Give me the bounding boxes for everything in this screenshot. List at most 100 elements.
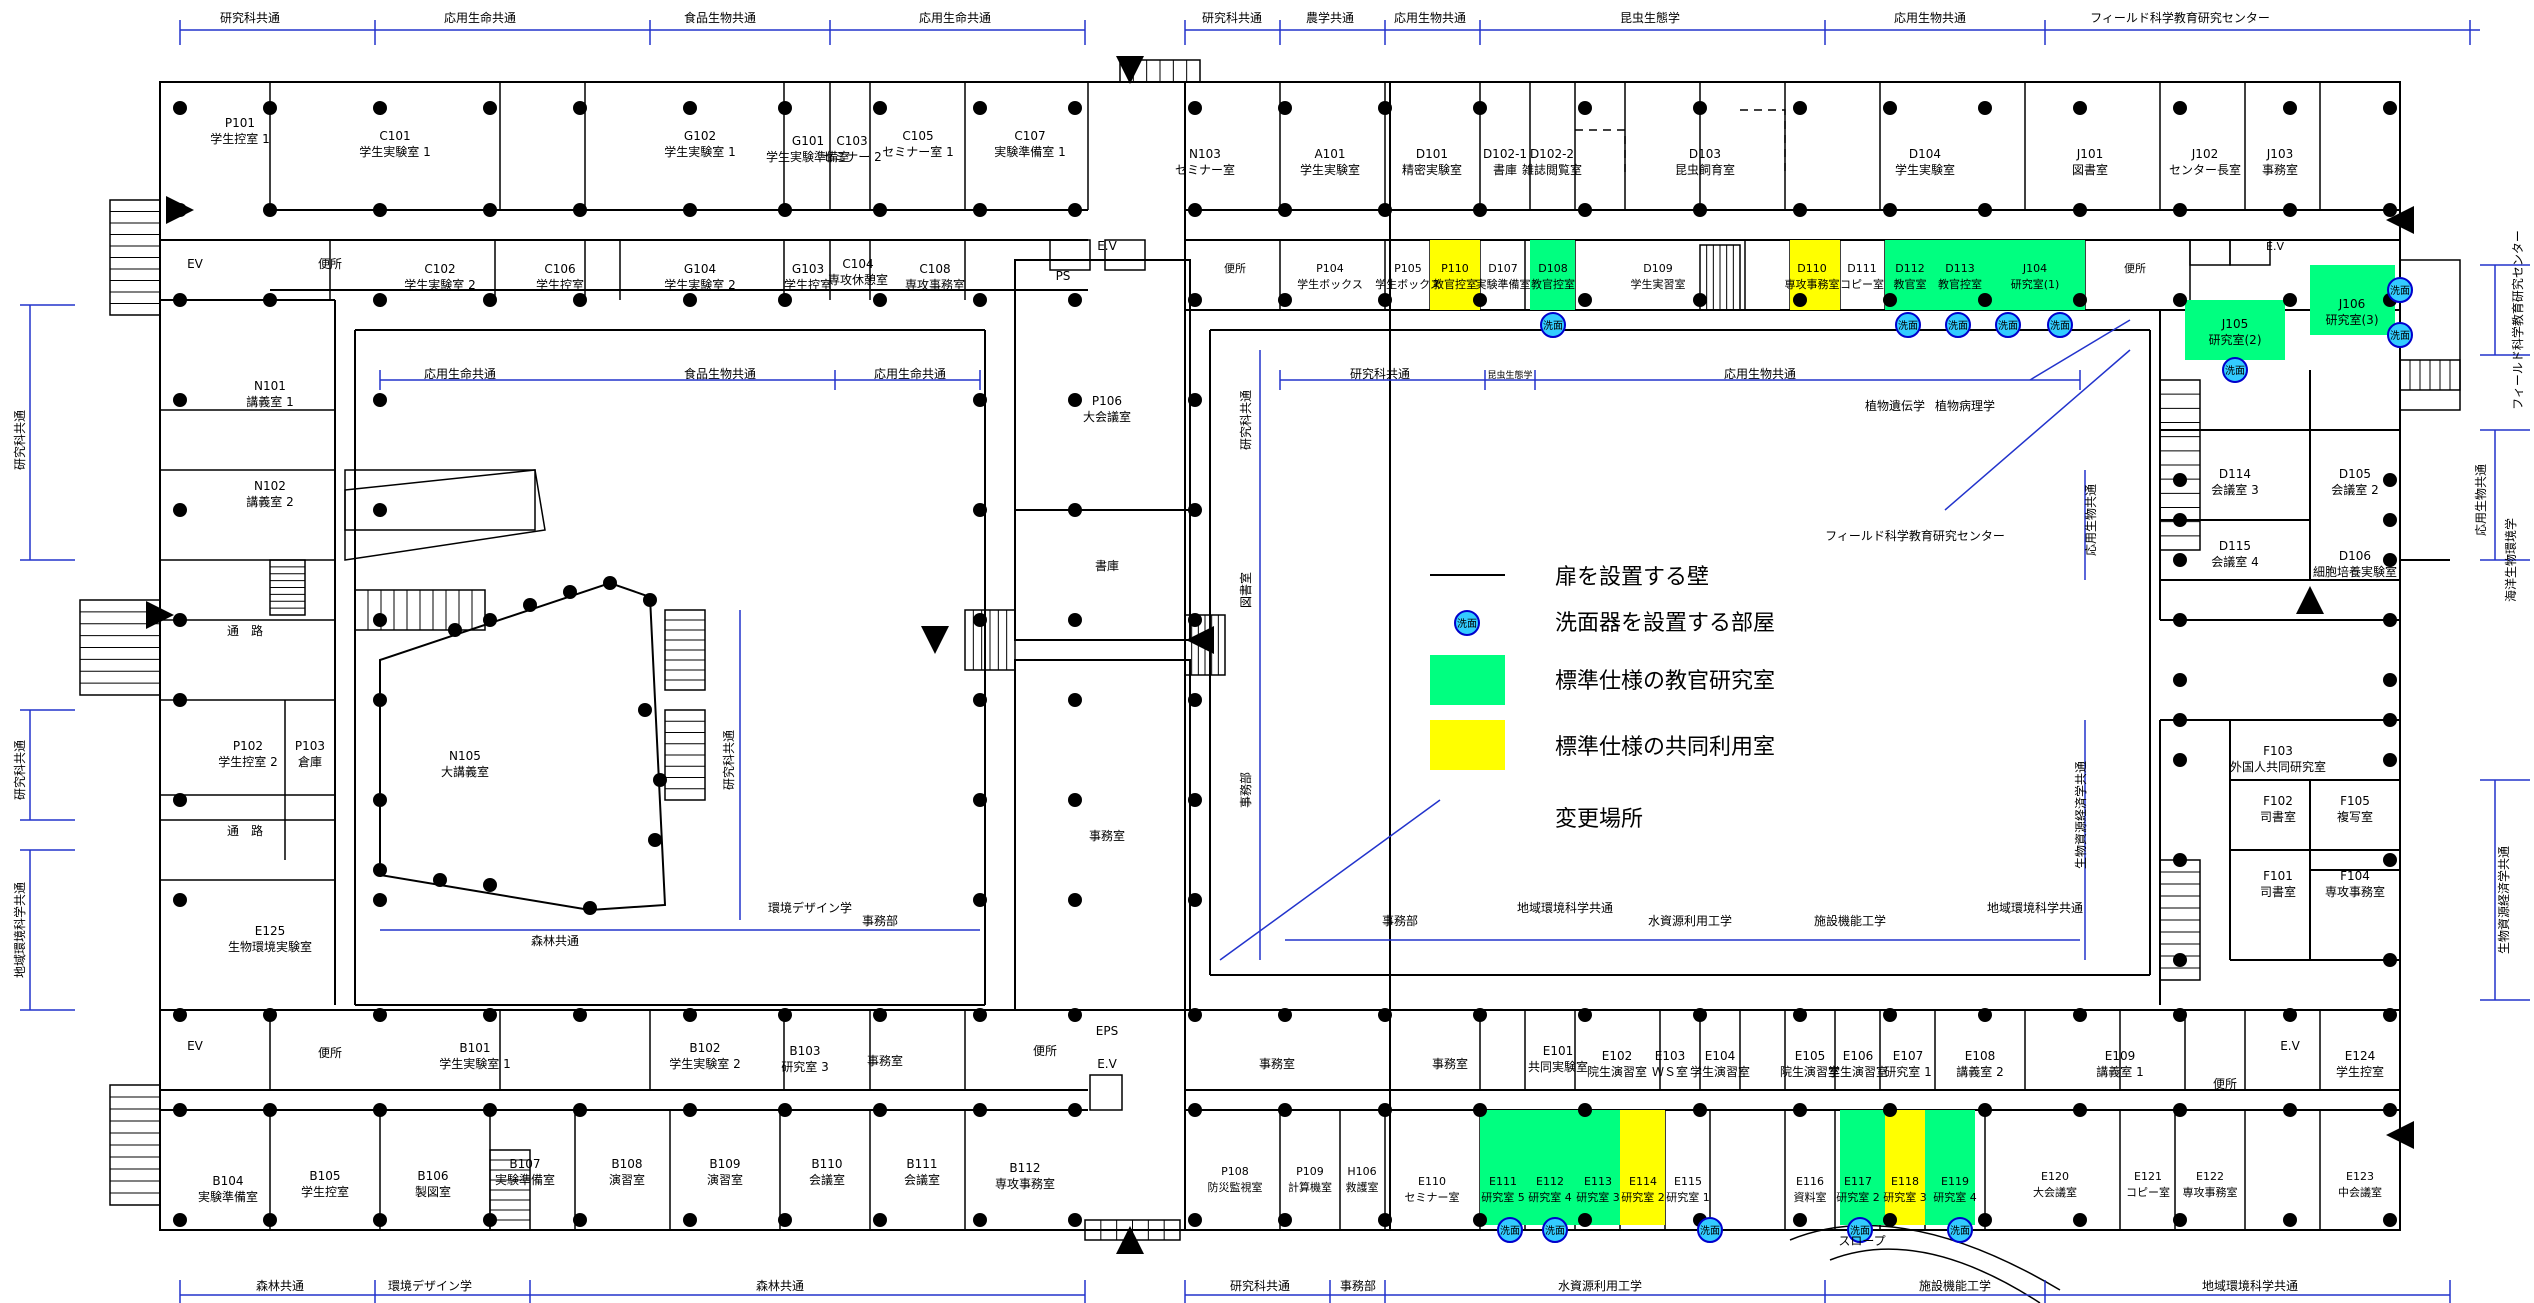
room-right-wing-name: 司書室 xyxy=(2260,809,2296,824)
column xyxy=(1578,203,1592,217)
plan-walls xyxy=(79,59,2461,1303)
room-top-right-name: センター長室 xyxy=(2169,162,2241,177)
wall-box xyxy=(1049,239,1091,271)
room-right-wing-code: D105 xyxy=(2339,467,2371,481)
room-top-left2-code: G104 xyxy=(684,262,716,276)
column xyxy=(2173,513,2187,527)
court-label: 事務部 xyxy=(1382,913,1418,928)
sink-icon xyxy=(1540,312,1566,338)
department-label: 農学共通 xyxy=(1306,10,1354,25)
column xyxy=(873,293,887,307)
column xyxy=(2173,1213,2187,1227)
room-top-left-code: C101 xyxy=(379,129,410,143)
column xyxy=(1068,1213,1082,1227)
room-top-right-name: 書庫 xyxy=(1493,163,1517,177)
room-bottom-left-code: B102 xyxy=(689,1041,720,1055)
column xyxy=(1378,1103,1392,1117)
column xyxy=(173,101,187,115)
sink-icon xyxy=(1847,1217,1873,1243)
court-label: 食品生物共通 xyxy=(684,366,756,381)
column xyxy=(2073,203,2087,217)
room-bottom-right2-name: 計算機室 xyxy=(1288,1180,1332,1194)
room-top-left2-name: 学生実験室 2 xyxy=(664,277,735,292)
column xyxy=(1793,101,1807,115)
structural-columns xyxy=(146,56,2414,1254)
room-top-left-code: G102 xyxy=(684,129,716,143)
column xyxy=(483,101,497,115)
room-bottom-left2-code: B112 xyxy=(1009,1161,1040,1175)
room-bottom-right2-code: E119 xyxy=(1941,1175,1969,1188)
lecture-hall xyxy=(379,581,667,912)
court-label: 水資源利用工学 xyxy=(1648,913,1732,928)
column xyxy=(2383,513,2397,527)
room-bottom-left2-code: B105 xyxy=(309,1169,340,1183)
column xyxy=(1068,613,1082,627)
column xyxy=(263,101,277,115)
court-label: 森林共通 xyxy=(531,933,579,948)
column xyxy=(2173,953,2187,967)
column xyxy=(873,1213,887,1227)
department-label: フィールド科学教育研究センター xyxy=(2090,10,2270,25)
room-top-right-code: D104 xyxy=(1909,147,1941,161)
column xyxy=(173,393,187,407)
room-top-right2-name: 学生ボックス xyxy=(1375,277,1441,291)
court-label: 昆虫生態学 xyxy=(1487,369,1532,381)
column xyxy=(173,613,187,627)
department-label: 研究科共通 xyxy=(1230,1278,1290,1293)
court-label: 植物病理学 xyxy=(1935,398,1995,413)
room-top-left2-name: 学生控室 xyxy=(784,277,832,292)
column xyxy=(173,1103,187,1117)
room-top-right2-code: 便所 xyxy=(1224,262,1246,275)
room-bottom-right2-name: 研究室 2 xyxy=(1621,1190,1665,1204)
room-right-wing-name: 研究室(3) xyxy=(2326,312,2379,327)
column xyxy=(973,393,987,407)
column xyxy=(873,1103,887,1117)
column xyxy=(373,613,387,627)
room-bottom-right2-name: 防災監視室 xyxy=(1208,1180,1263,1194)
room-bottom-right2-name: セミナー室 xyxy=(1405,1190,1460,1204)
column xyxy=(2383,473,2397,487)
department-label: 地域環境科学共通 xyxy=(2202,1278,2298,1293)
column xyxy=(373,393,387,407)
column xyxy=(483,203,497,217)
column xyxy=(1278,101,1292,115)
side-label: 海洋生物環境学 xyxy=(2503,518,2518,602)
room-right-wing-code: F103 xyxy=(2263,744,2293,758)
dashed-wall xyxy=(1740,109,1786,175)
column xyxy=(1068,293,1082,307)
column xyxy=(573,1213,587,1227)
room-top-right-name: 図書室 xyxy=(2072,162,2108,177)
column xyxy=(2173,553,2187,567)
court-label: 環境デザイン学 xyxy=(768,900,852,915)
column xyxy=(1578,1213,1592,1227)
column xyxy=(1188,613,1202,627)
dimension-line xyxy=(2029,319,2131,381)
column xyxy=(2283,1213,2297,1227)
room-top-right2-code: D113 xyxy=(1945,262,1974,275)
entrance-arrow-icon xyxy=(146,601,174,629)
room-left-wing-name: 講義室 2 xyxy=(246,494,293,509)
sink-icon-label: 洗面 xyxy=(1850,1225,1870,1237)
department-label: 森林共通 xyxy=(256,1278,304,1293)
column xyxy=(2383,553,2397,567)
room-right-wing-name: 司書室 xyxy=(2260,884,2296,899)
court-label: 地域環境科学共通 xyxy=(1987,900,2083,915)
room-bottom-right-name: 学生演習室 xyxy=(1690,1064,1750,1079)
room-top-right-code: J102 xyxy=(2191,147,2218,161)
column xyxy=(973,101,987,115)
room-top-right2-code: J104 xyxy=(2022,262,2047,275)
column xyxy=(973,793,987,807)
column xyxy=(483,1213,497,1227)
column xyxy=(373,1103,387,1117)
sink-icon-label: 洗面 xyxy=(1700,1225,1720,1237)
column xyxy=(1188,793,1202,807)
room-top-right-name: 事務室 xyxy=(2262,162,2298,177)
room-highlights xyxy=(1430,240,2395,1225)
room-bottom-right-name: 研究室 1 xyxy=(1884,1064,1931,1079)
room-right-wing-code: J105 xyxy=(2221,317,2248,331)
column xyxy=(973,1213,987,1227)
room-right-wing-name: 外国人共同研究室 xyxy=(2230,759,2326,774)
legend-yellow-swatch xyxy=(1430,720,1505,770)
room-bottom-right-name: 学生演習室 xyxy=(1828,1064,1888,1079)
room-bottom-right2-code: P108 xyxy=(1221,1165,1249,1178)
